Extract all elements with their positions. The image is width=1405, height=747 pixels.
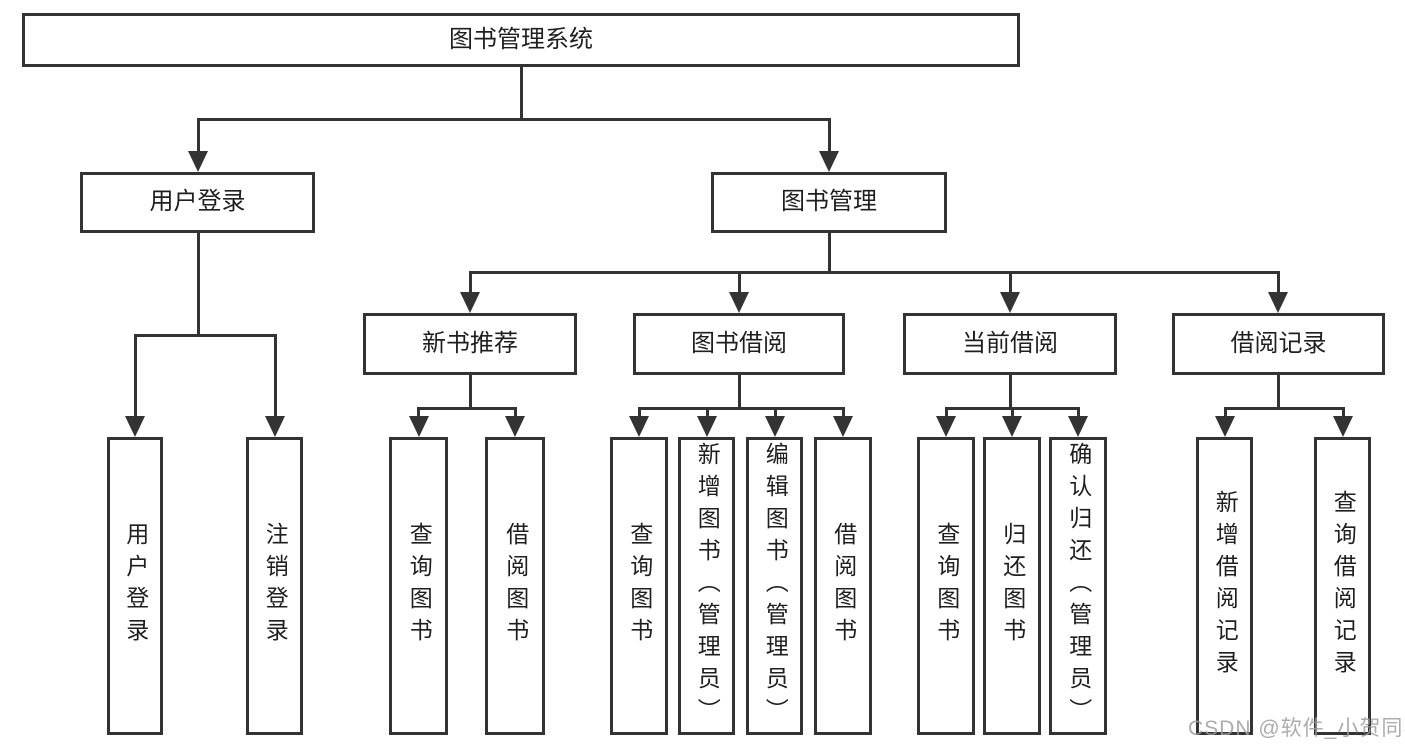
leaf-borrow-book-1: 借阅图书: [485, 437, 545, 735]
connector-line: [773, 407, 777, 421]
node-user-login: 用户登录: [80, 172, 315, 233]
node-root: 图书管理系统: [22, 13, 1020, 67]
connector-line: [1276, 372, 1280, 410]
connector-line: [637, 407, 845, 410]
leaf-label: 借阅图书: [502, 522, 529, 650]
leaf-confirm-return-admin: 确认归还（管理员）: [1049, 437, 1107, 735]
arrowhead-icon: [408, 416, 429, 437]
connector-line: [1223, 407, 1227, 421]
node-label: 当前借阅: [962, 329, 1058, 357]
arrowhead-icon: [765, 416, 785, 437]
leaf-user-login: 用户登录: [107, 437, 163, 735]
arrowhead-icon: [697, 416, 717, 437]
connector-line: [1341, 407, 1345, 421]
connector-line: [417, 407, 517, 410]
arrowhead-icon: [1000, 292, 1020, 313]
node-book-borrowing: 图书借阅: [633, 313, 845, 375]
connector-line: [133, 334, 277, 337]
leaf-borrow-book-2: 借阅图书: [814, 437, 872, 735]
leaf-label: 新增图书（管理员）: [694, 442, 721, 730]
connector-line: [827, 118, 831, 156]
leaf-label: 查询图书: [406, 522, 433, 650]
connector-line: [468, 271, 1280, 274]
arrowhead-icon: [505, 416, 525, 437]
connector-line: [705, 407, 709, 421]
leaf-add-book-admin: 新增图书（管理员）: [678, 437, 735, 735]
connector-line: [196, 230, 200, 337]
connector-line: [1076, 407, 1080, 421]
node-label: 借阅记录: [1230, 329, 1327, 357]
connector-line: [196, 118, 831, 121]
leaf-label: 编辑图书（管理员）: [762, 442, 789, 730]
arrowhead-icon: [629, 416, 649, 437]
arrowhead-icon: [460, 292, 480, 313]
connector-line: [827, 230, 831, 274]
connector-line: [841, 407, 845, 421]
connector-line: [737, 271, 741, 297]
leaf-label: 确认归还（管理员）: [1065, 442, 1092, 730]
node-label: 用户登录: [149, 188, 246, 216]
node-label: 新书推荐: [422, 329, 518, 357]
connector-line: [196, 118, 200, 156]
connector-line: [1276, 271, 1280, 297]
arrowhead-icon: [936, 416, 956, 437]
leaf-query-book-1: 查询图书: [389, 437, 448, 735]
leaf-label: 查询图书: [626, 522, 653, 650]
connector-line: [513, 407, 517, 421]
arrowhead-icon: [125, 416, 145, 437]
arrowhead-icon: [819, 151, 839, 172]
csdn-watermark: CSDN @软件_小贺同学: [1188, 717, 1405, 740]
leaf-label: 归还图书: [999, 522, 1026, 650]
leaf-label: 新增借阅记录: [1212, 490, 1239, 682]
connector-line: [468, 271, 472, 297]
arrowhead-icon: [1333, 416, 1353, 437]
connector-line: [1008, 271, 1012, 297]
leaf-label: 注销登录: [262, 522, 289, 650]
leaf-label: 查询借阅记录: [1330, 490, 1357, 682]
leaf-label: 借阅图书: [830, 522, 857, 650]
arrowhead-icon: [729, 292, 749, 313]
leaf-query-book-2: 查询图书: [610, 437, 668, 735]
connector-line: [417, 407, 420, 421]
node-label: 图书借阅: [691, 329, 787, 357]
node-label: 图书管理: [781, 188, 877, 216]
leaf-edit-book-admin: 编辑图书（管理员）: [746, 437, 803, 735]
node-current-borrowing: 当前借阅: [903, 313, 1117, 375]
leaf-label: 查询图书: [933, 522, 960, 650]
leaf-return-book: 归还图书: [983, 437, 1041, 735]
arrowhead-icon: [1215, 416, 1235, 437]
node-book-management: 图书管理: [711, 172, 947, 233]
leaf-logout: 注销登录: [246, 437, 303, 735]
connector-line: [519, 67, 523, 120]
arrowhead-icon: [1002, 416, 1022, 437]
arrowhead-icon: [833, 416, 853, 437]
connector-line: [1010, 407, 1014, 421]
connector-line: [133, 334, 137, 421]
connector-line: [273, 334, 277, 421]
arrowhead-icon: [188, 151, 208, 172]
arrowhead-icon: [1068, 416, 1088, 437]
connector-line: [737, 372, 741, 410]
connector-line: [944, 407, 948, 421]
leaf-query-borrow-record: 查询借阅记录: [1314, 437, 1371, 735]
connector-line: [468, 372, 472, 410]
connector-line: [1008, 372, 1012, 410]
node-borrowing-records: 借阅记录: [1172, 313, 1385, 375]
connector-line: [637, 407, 641, 421]
node-new-book-recommend: 新书推荐: [363, 313, 577, 375]
leaf-add-borrow-record: 新增借阅记录: [1196, 437, 1253, 735]
arrowhead-icon: [265, 416, 285, 437]
leaf-query-book-3: 查询图书: [917, 437, 975, 735]
leaf-label: 用户登录: [122, 522, 149, 650]
connector-line: [1223, 407, 1345, 410]
node-label: 图书管理系统: [449, 25, 593, 53]
arrowhead-icon: [1268, 292, 1288, 313]
